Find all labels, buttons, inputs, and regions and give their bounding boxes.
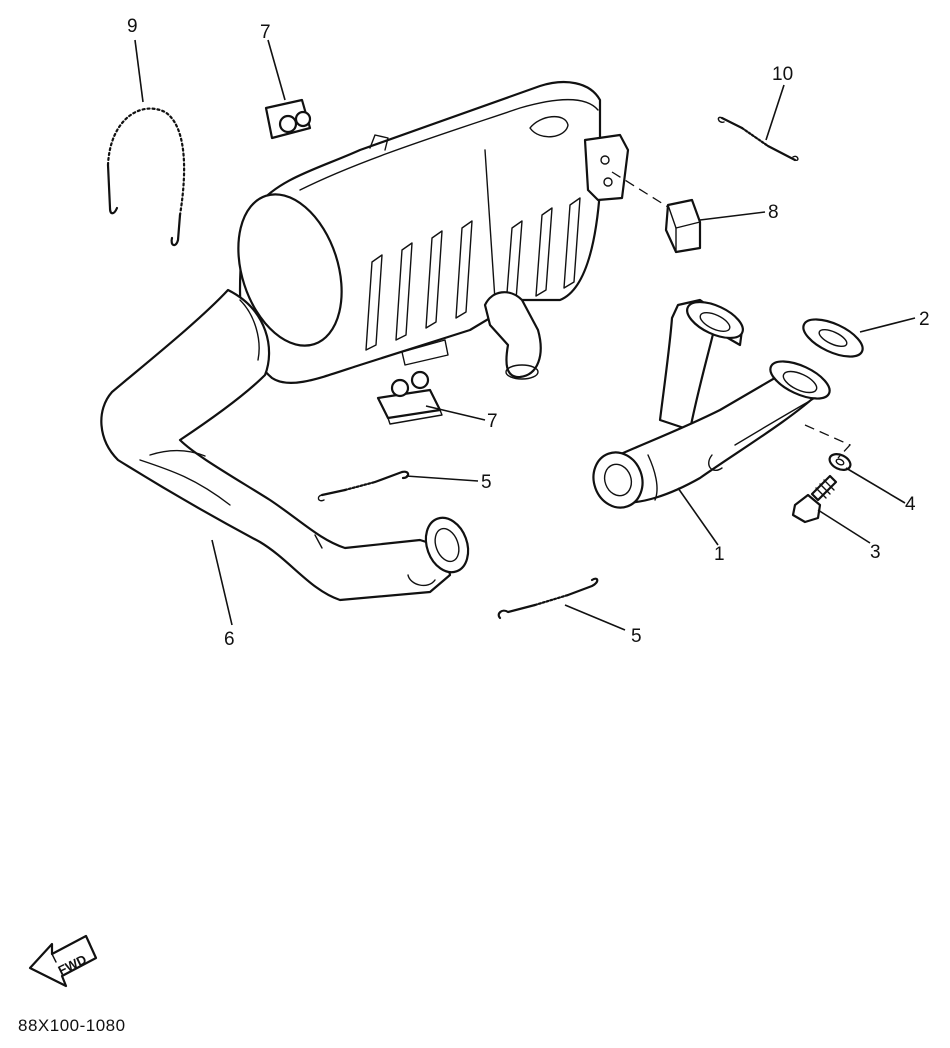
callout-1: 1 <box>714 544 725 565</box>
muffler-pipe <box>100 288 470 602</box>
callout-7-top: 7 <box>260 22 271 43</box>
spring-10 <box>717 116 799 162</box>
washer <box>828 453 852 471</box>
assembly-line-bolt <box>804 424 852 459</box>
leader-lines <box>134 39 916 631</box>
callouts: 1 2 3 4 5 5 6 7 7 8 9 10 <box>127 16 930 650</box>
callout-4: 4 <box>905 494 916 515</box>
figure-code: 88X100-1080 <box>18 1016 126 1035</box>
callout-5-lower: 5 <box>631 626 642 647</box>
callout-3: 3 <box>870 542 881 563</box>
callout-2: 2 <box>919 309 930 330</box>
gasket <box>802 318 864 358</box>
callout-7-mid: 7 <box>487 411 498 432</box>
damper <box>664 198 702 254</box>
callout-6: 6 <box>224 629 235 650</box>
callout-5-upper: 5 <box>481 472 492 493</box>
damper-top <box>264 98 312 140</box>
assembly-line-damper <box>611 171 669 208</box>
spring-5-lower <box>497 577 599 620</box>
muffler-body <box>237 80 630 385</box>
exhaust-pipe-y <box>592 298 831 509</box>
spring-5-upper <box>317 470 410 502</box>
spring-long <box>106 107 186 247</box>
callout-8: 8 <box>768 202 779 223</box>
damper-mid <box>376 370 443 425</box>
callout-10: 10 <box>772 64 793 85</box>
callout-9: 9 <box>127 16 138 37</box>
bolt <box>791 474 838 524</box>
fwd-arrow: FWD <box>28 934 98 988</box>
